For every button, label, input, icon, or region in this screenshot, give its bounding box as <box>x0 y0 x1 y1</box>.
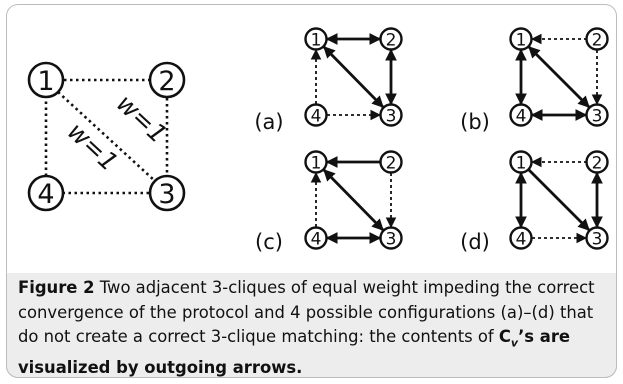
panel-d: (d) 1 2 3 4 <box>460 150 609 254</box>
panel-c-node-1: 1 <box>304 150 328 174</box>
panel-c-node-2-label: 2 <box>386 154 397 174</box>
panel-c-node-2: 2 <box>379 150 403 174</box>
panel-d-node-3-label: 3 <box>592 230 603 250</box>
panel-c-node-3: 3 <box>379 226 403 250</box>
panel-b-node-3: 3 <box>585 103 609 127</box>
panel-c-node-1-label: 1 <box>311 154 322 174</box>
panel-a-node-3-label: 3 <box>386 107 397 127</box>
main-node-4-label: 4 <box>37 179 54 210</box>
panel-d-edge-1-3 <box>528 169 590 231</box>
main-node-1: 1 <box>27 61 65 99</box>
panel-c-edge-1-3 <box>323 169 384 231</box>
main-node-3: 3 <box>148 174 186 212</box>
panel-a-node-3: 3 <box>379 103 403 127</box>
main-node-1-label: 1 <box>37 66 54 97</box>
panel-b-node-1-label: 1 <box>516 31 527 51</box>
panel-a-node-4-label: 4 <box>311 107 322 127</box>
panel-a: (a) 1 2 3 4 <box>254 27 403 134</box>
panel-b-label: (b) <box>460 110 490 134</box>
panel-d-node-1-label: 1 <box>516 154 527 174</box>
panel-b-node-2-label: 2 <box>592 31 603 51</box>
panel-d-node-4: 4 <box>509 226 533 250</box>
main-node-2-label: 2 <box>158 66 175 97</box>
panel-d-node-3: 3 <box>585 226 609 250</box>
panel-d-node-2: 2 <box>585 150 609 174</box>
main-node-3-label: 3 <box>158 179 175 210</box>
panel-a-node-1-label: 1 <box>311 31 322 51</box>
main-graph: w=1 w=1 1 2 3 4 <box>27 61 186 212</box>
main-node-2: 2 <box>148 61 186 99</box>
figure-caption: Figure 2 Two adjacent 3-cliques of equal… <box>18 276 610 380</box>
main-edge-1-3 <box>57 91 156 182</box>
panel-a-edge-1-3 <box>323 46 384 108</box>
panel-b-node-1: 1 <box>509 27 533 51</box>
panel-d-node-1: 1 <box>509 150 533 174</box>
panel-a-node-1: 1 <box>304 27 328 51</box>
caption-text-2: ’s are visualized by outgoing arrows. <box>18 327 571 377</box>
panel-b-node-4: 4 <box>509 103 533 127</box>
panel-c-label: (c) <box>255 230 283 254</box>
caption-subscript: v <box>510 336 519 350</box>
caption-figure-label: Figure 2 <box>18 278 95 297</box>
panel-d-label: (d) <box>460 230 490 254</box>
panel-a-node-2-label: 2 <box>386 31 397 51</box>
caption-band <box>6 273 617 378</box>
panel-c-node-3-label: 3 <box>386 230 397 250</box>
main-weight-label-left: w=1 <box>62 117 124 177</box>
panel-c-node-4: 4 <box>304 226 328 250</box>
panel-a-node-4: 4 <box>304 103 328 127</box>
panel-c: (c) 1 2 3 4 <box>255 150 403 254</box>
panel-d-node-2-label: 2 <box>592 154 603 174</box>
panel-b-edge-1-3 <box>528 46 590 108</box>
panel-c-node-4-label: 4 <box>311 230 322 250</box>
panel-a-label: (a) <box>254 110 283 134</box>
figure-diagram: w=1 w=1 1 2 3 4 (a) 1 2 3 4 (b) <box>27 27 609 254</box>
panel-b: (b) 1 2 3 4 <box>460 27 609 134</box>
panel-b-node-2: 2 <box>585 27 609 51</box>
main-node-4: 4 <box>27 174 65 212</box>
panel-b-node-3-label: 3 <box>592 107 603 127</box>
panel-b-node-4-label: 4 <box>516 107 527 127</box>
caption-symbol: C <box>498 327 511 346</box>
panel-a-node-2: 2 <box>379 27 403 51</box>
caption-text-1: Two adjacent 3-cliques of equal weight i… <box>18 278 595 346</box>
panel-d-node-4-label: 4 <box>516 230 527 250</box>
